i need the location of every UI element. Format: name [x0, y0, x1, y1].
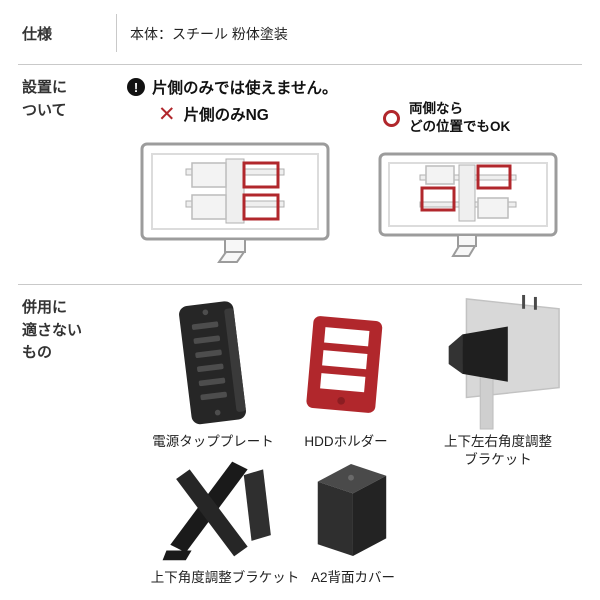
caption-multi-angle-bracket: 上下左右角度調整 ブラケット — [444, 434, 552, 468]
cross-ng-icon: ✕ — [158, 102, 176, 126]
warning-exclamation-icon: ! — [127, 78, 145, 96]
both-sides-ok-row: 両側なら どの位置でもOK — [383, 100, 510, 136]
multi-angle-bracket-illustration — [448, 294, 560, 430]
both-sides-ok-label: 両側なら どの位置でもOK — [409, 101, 511, 135]
installation-warning-row: ! 片側のみでは使えません。 — [127, 76, 338, 98]
section-divider-1 — [18, 64, 582, 65]
spec-section-label: 仕様 — [22, 26, 53, 43]
one-side-ng-row: ✕ 片側のみNG — [158, 103, 269, 125]
caption-power-tap-plate: 電源タッププレート — [152, 434, 274, 449]
tilt-bracket-illustration — [162, 461, 271, 561]
spec-vertical-divider — [116, 14, 117, 52]
caption-hdd-holder: HDDホルダー — [304, 434, 388, 449]
circle-ok-icon — [383, 109, 400, 127]
caption-tilt-bracket: 上下角度調整ブラケット — [150, 570, 300, 585]
warning-text: 片側のみでは使えません。 — [152, 80, 338, 97]
incompatible-section-label: 併用に 適さない もの — [22, 299, 83, 361]
one-side-ng-label: 片側のみNG — [183, 107, 269, 124]
spec-value-text: 本体：スチール 粉体塗装 — [130, 26, 288, 42]
a2-back-cover-illustration — [317, 464, 387, 556]
caption-a2-back-cover: A2背面カバー — [310, 570, 395, 585]
hdd-holder-illustration — [306, 316, 383, 413]
power-tap-plate-illustration — [179, 301, 246, 425]
tv-diagram-one-side-ng-illustration — [140, 142, 330, 263]
warning-mark: ! — [133, 79, 139, 95]
tv-diagram-both-sides-ok-illustration — [378, 152, 558, 257]
installation-section-label: 設置に ついて — [22, 79, 68, 119]
section-divider-2 — [18, 284, 582, 285]
